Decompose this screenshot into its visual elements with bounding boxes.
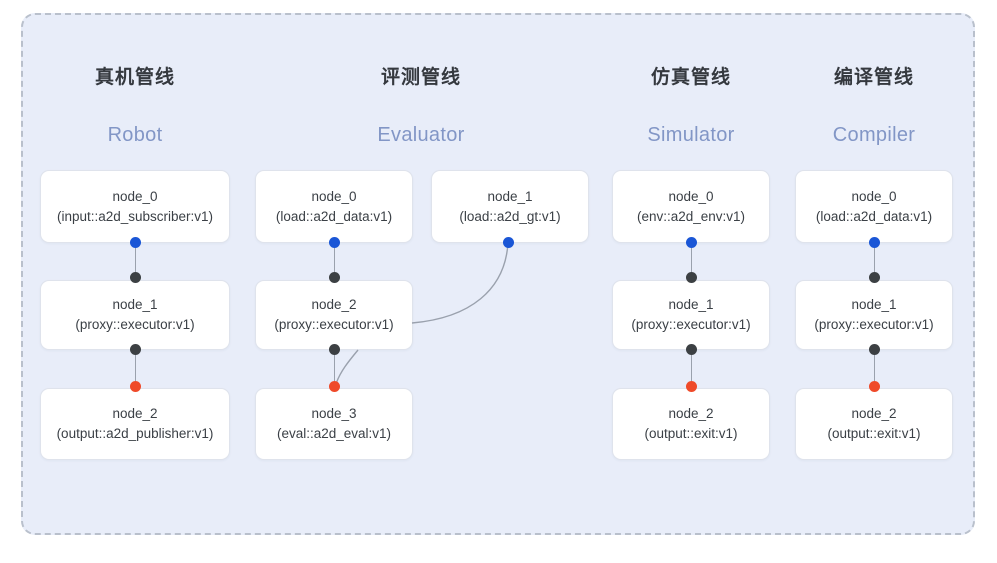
- connector-dot-blue: [869, 237, 880, 248]
- node-type: (load::a2d_gt:v1): [459, 208, 561, 224]
- node-robot-0[interactable]: node_0 (input::a2d_subscriber:v1): [40, 170, 230, 243]
- node-id: node_1: [851, 297, 897, 312]
- node-evaluator-3[interactable]: node_3 (eval::a2d_eval:v1): [255, 388, 413, 460]
- connector-dot-red: [329, 381, 340, 392]
- connector-dot-black: [686, 344, 697, 355]
- node-type: (input::a2d_subscriber:v1): [56, 208, 214, 224]
- node-robot-1[interactable]: node_1 (proxy::executor:v1): [40, 280, 230, 350]
- connector-dot-blue: [130, 237, 141, 248]
- node-type: (proxy::executor:v1): [274, 317, 394, 332]
- node-type: (output::exit:v1): [644, 426, 738, 441]
- connector-dot-red: [869, 381, 880, 392]
- column-title-en-simulator: Simulator: [647, 124, 735, 146]
- connector-dot-black: [329, 272, 340, 283]
- connector-dot-black: [869, 344, 880, 355]
- column-title-cn-simulator: 仿真管线: [650, 67, 731, 88]
- connector-dot-black: [130, 344, 141, 355]
- node-evaluator-0[interactable]: node_0 (load::a2d_data:v1): [255, 170, 413, 243]
- column-title-cn-robot: 真机管线: [94, 67, 175, 88]
- node-id: node_1: [112, 297, 158, 312]
- edge-robot-0-1: [134, 242, 137, 278]
- node-id: node_2: [112, 406, 158, 421]
- node-type: (output::exit:v1): [827, 426, 921, 441]
- node-id: node_0: [311, 188, 357, 204]
- column-title-cn-evaluator: 评测管线: [380, 67, 461, 88]
- node-compiler-0[interactable]: node_0 (load::a2d_data:v1): [795, 170, 953, 243]
- connector-dot-blue: [686, 237, 697, 248]
- node-id: node_0: [112, 188, 158, 204]
- edge-evaluator-0-2: [333, 242, 336, 278]
- node-simulator-1[interactable]: node_1 (proxy::executor:v1): [612, 280, 770, 350]
- node-id: node_2: [311, 297, 357, 312]
- connector-dot-black: [329, 344, 340, 355]
- node-evaluator-2[interactable]: node_2 (proxy::executor:v1): [255, 280, 413, 350]
- edge-compiler-1-2: [873, 349, 876, 385]
- edge-compiler-0-1: [873, 242, 876, 278]
- edge-evaluator-2-3: [333, 349, 336, 385]
- node-type: (load::a2d_data:v1): [275, 208, 393, 224]
- column-title-en-robot: Robot: [107, 124, 163, 146]
- node-compiler-1[interactable]: node_1 (proxy::executor:v1): [795, 280, 953, 350]
- column-title-en-compiler: Compiler: [832, 124, 916, 146]
- node-id: node_1: [668, 297, 714, 312]
- connector-dot-black: [130, 272, 141, 283]
- node-id: node_2: [851, 406, 897, 421]
- edge-simulator-1-2: [690, 349, 693, 385]
- node-simulator-2[interactable]: node_2 (output::exit:v1): [612, 388, 770, 460]
- node-id: node_3: [311, 406, 357, 421]
- node-type: (load::a2d_data:v1): [815, 208, 933, 224]
- node-simulator-0[interactable]: node_0 (env::a2d_env:v1): [612, 170, 770, 243]
- node-id: node_0: [851, 188, 897, 204]
- connector-dot-red: [686, 381, 697, 392]
- connector-dot-blue: [329, 237, 340, 248]
- node-type: (env::a2d_env:v1): [636, 208, 746, 224]
- edge-simulator-0-1: [690, 242, 693, 278]
- node-type: (proxy::executor:v1): [631, 317, 751, 332]
- node-robot-2[interactable]: node_2 (output::a2d_publisher:v1): [40, 388, 230, 460]
- node-type: (eval::a2d_eval:v1): [276, 426, 392, 441]
- column-title-en-evaluator: Evaluator: [377, 124, 465, 146]
- connector-dot-red: [130, 381, 141, 392]
- connector-dot-black: [686, 272, 697, 283]
- node-id: node_1: [487, 188, 533, 204]
- edge-robot-1-2: [134, 349, 137, 385]
- node-type: (output::a2d_publisher:v1): [56, 426, 214, 441]
- column-title-cn-compiler: 编译管线: [833, 67, 914, 88]
- node-type: (proxy::executor:v1): [75, 317, 195, 332]
- node-compiler-2[interactable]: node_2 (output::exit:v1): [795, 388, 953, 460]
- node-evaluator-1[interactable]: node_1 (load::a2d_gt:v1): [431, 170, 589, 243]
- node-type: (proxy::executor:v1): [814, 317, 934, 332]
- node-id: node_0: [668, 188, 714, 204]
- connector-dot-blue: [503, 237, 514, 248]
- connector-dot-black: [869, 272, 880, 283]
- node-id: node_2: [668, 406, 714, 421]
